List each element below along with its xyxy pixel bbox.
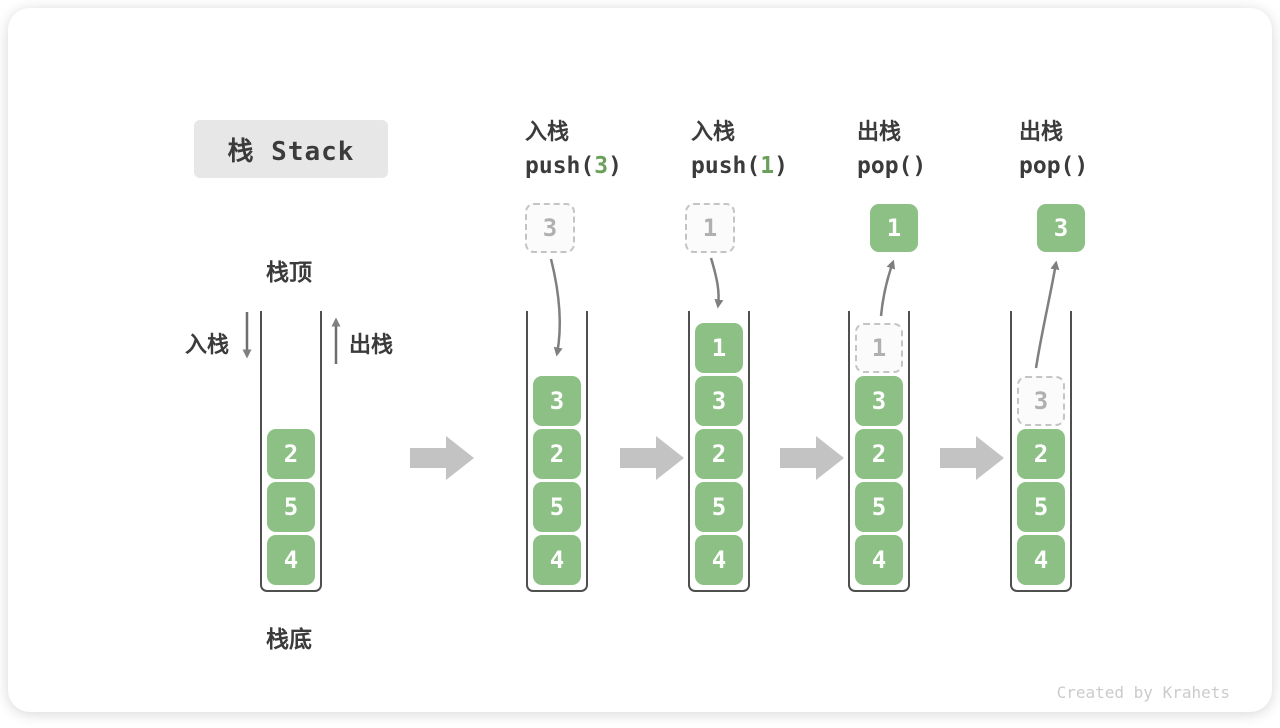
stack-cell-solid: 2 [1017,429,1065,479]
stack-cell-solid: 4 [695,535,743,585]
stack-cell-solid: 5 [267,482,315,532]
step-1-code-label: push(3) [525,153,622,179]
stack-cell-dashed: 1 [855,323,903,373]
step-1-incoming-value: 3 [525,203,575,253]
diagram-title: 栈 Stack [194,120,388,178]
step-2-header: 入栈 push(1) [691,114,861,179]
stack-cell-solid: 4 [533,535,581,585]
stack-cell-solid: 3 [855,376,903,426]
stack-bottom-label: 栈底 [266,626,312,652]
stack-top-label: 栈顶 [266,259,312,285]
step-4-op-label: 出栈 [1019,119,1064,144]
stack-cell-solid: 4 [1017,535,1065,585]
stack-cell-solid: 3 [695,376,743,426]
stack-cell-solid: 2 [267,429,315,479]
stack-cell-solid: 5 [533,482,581,532]
stack-cell-solid: 1 [695,323,743,373]
stack-cell-solid: 3 [533,376,581,426]
step-2-push-arrow-icon [709,257,724,309]
step-1-op-label: 入栈 [525,119,570,144]
push-direction-label: 入栈 [185,332,230,357]
step-3-code-label: pop() [857,153,927,179]
step-4-code-label: pop() [1019,153,1089,179]
step-2-incoming-value: 1 [685,203,735,253]
stack-cell-solid: 2 [695,429,743,479]
step-4-popped-value: 3 [1037,204,1085,252]
step-3-op-label: 出栈 [857,119,902,144]
pop-direction-label: 出栈 [349,332,394,357]
next-step-arrow-icon [780,436,844,480]
stack-cell-solid: 4 [267,535,315,585]
step-4-header: 出栈 pop() [1019,114,1189,179]
step-3-pop-arrow-icon [879,259,896,317]
stack-cell-solid: 4 [855,535,903,585]
stack-cell-solid: 5 [855,482,903,532]
next-step-arrow-icon [940,436,1004,480]
step-3-popped-value: 1 [870,204,918,252]
stack-cell-solid: 5 [1017,482,1065,532]
next-step-arrow-icon [410,436,474,480]
step-2-code-label: push(1) [691,153,788,179]
stack-cell-dashed: 3 [1017,376,1065,426]
stack-cell-solid: 2 [533,429,581,479]
next-step-arrow-icon [620,436,684,480]
watermark: Created by Krahets [1056,683,1230,702]
step-3-header: 出栈 pop() [857,114,1027,179]
step-1-header: 入栈 push(3) [525,114,695,179]
stack-cell-solid: 2 [855,429,903,479]
stack-cell-solid: 5 [695,482,743,532]
step-2-op-label: 入栈 [691,119,736,144]
